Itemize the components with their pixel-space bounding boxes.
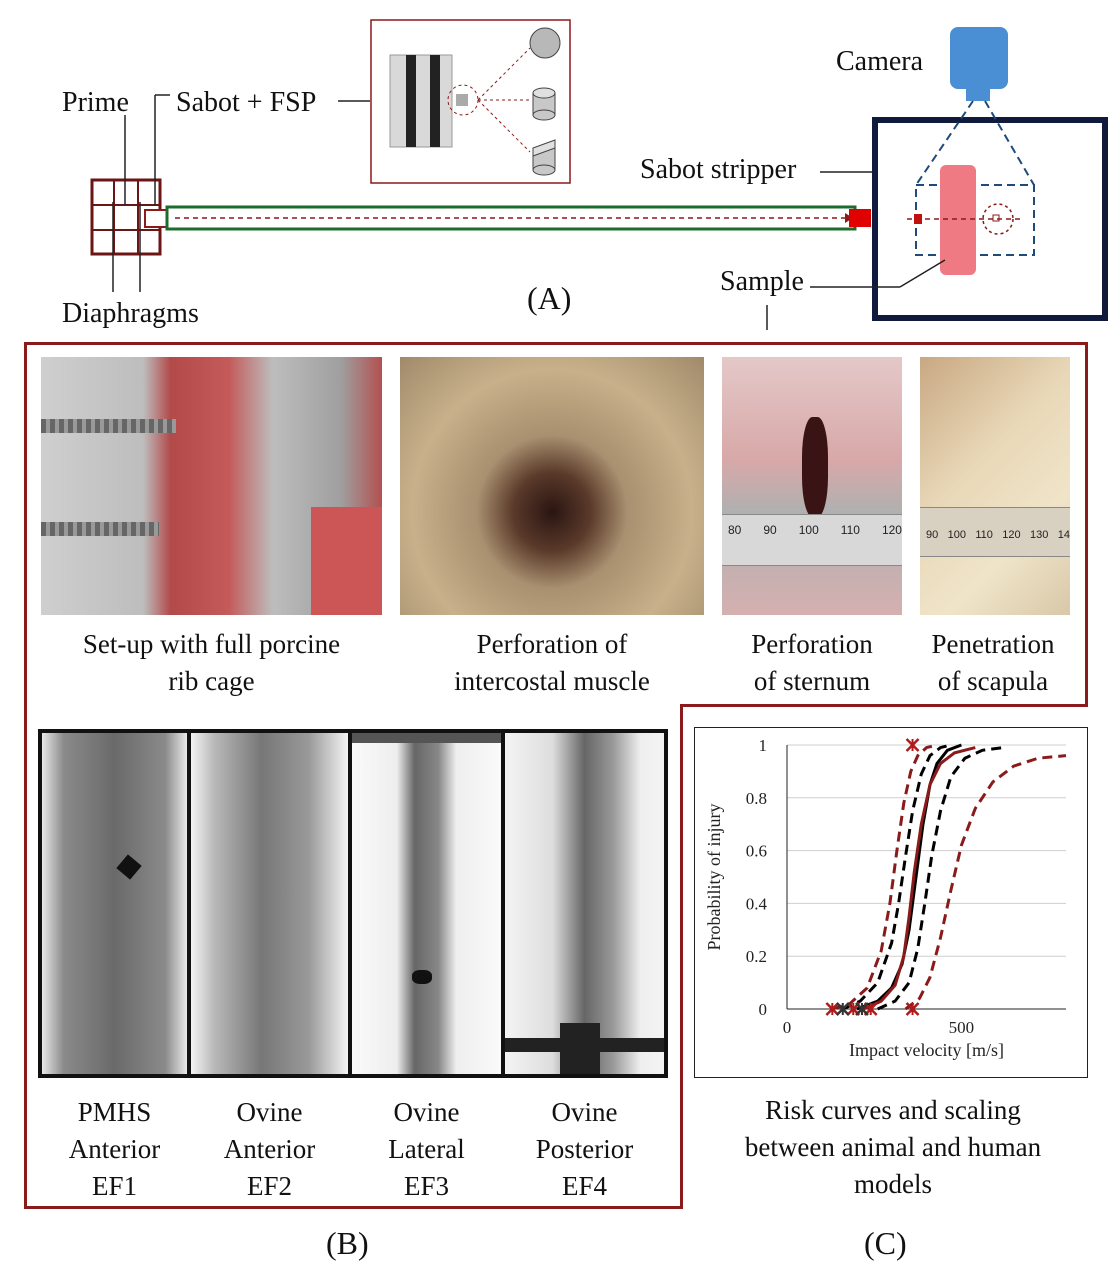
sabot-fsp-label: Sabot + FSP (176, 87, 317, 118)
series-line-5 (831, 743, 938, 1011)
muzzle (849, 209, 871, 227)
y-axis-label: Probability of injury (704, 804, 724, 951)
panel-a-schematic (90, 19, 1108, 330)
series-line-4 (877, 746, 1004, 1011)
diaphragms-label: Diaphragms (62, 298, 199, 329)
panel-b-label: (B) (326, 1225, 369, 1261)
sabot-stripper-label: Sabot stripper (640, 154, 797, 185)
x-tick-label: 500 (949, 1018, 975, 1037)
y-tick-label: 0.2 (746, 947, 767, 966)
y-tick-label: 0.8 (746, 789, 767, 808)
y-tick-label: 0 (759, 1000, 768, 1019)
panel-b-frame-lower (24, 704, 683, 1209)
y-tick-label: 0.6 (746, 842, 767, 861)
sabot-diagram (389, 47, 531, 153)
xray-pmhs-anterior (42, 733, 187, 1074)
x-tick-label: 0 (783, 1018, 792, 1037)
prime-label: Prime (62, 87, 129, 118)
panel-c-label: (C) (864, 1225, 907, 1261)
camera-label: Camera (836, 46, 924, 77)
fsp-chisel-icon (532, 139, 556, 176)
target-chamber (872, 117, 1108, 321)
fsp-cylinder-icon (532, 87, 556, 121)
panel-a-label: (A) (527, 280, 572, 316)
x-axis-label: Impact velocity [m/s] (849, 1040, 1004, 1060)
sample-block (940, 165, 976, 275)
series-line-1 (856, 743, 962, 1011)
sabot-fsp-projectile (144, 209, 168, 228)
camera-icon (950, 27, 1008, 89)
xray-ovine-anterior (191, 733, 348, 1074)
series-line-6 (904, 754, 1067, 1011)
fsp-sphere-icon (529, 27, 561, 59)
series-line-2 (863, 746, 976, 1011)
series-line-3 (842, 743, 952, 1011)
sample-label: Sample (720, 266, 804, 297)
photo-rib-cage-setup (41, 357, 382, 615)
xray-ovine-posterior (505, 733, 664, 1074)
y-tick-label: 1 (759, 736, 768, 755)
photo-intercostal-perforation (400, 357, 704, 615)
panel-b-frame-step (680, 704, 1088, 707)
y-tick-label: 0.4 (746, 894, 768, 913)
xray-ovine-lateral (352, 733, 501, 1074)
panel-b-frame (24, 342, 1088, 704)
